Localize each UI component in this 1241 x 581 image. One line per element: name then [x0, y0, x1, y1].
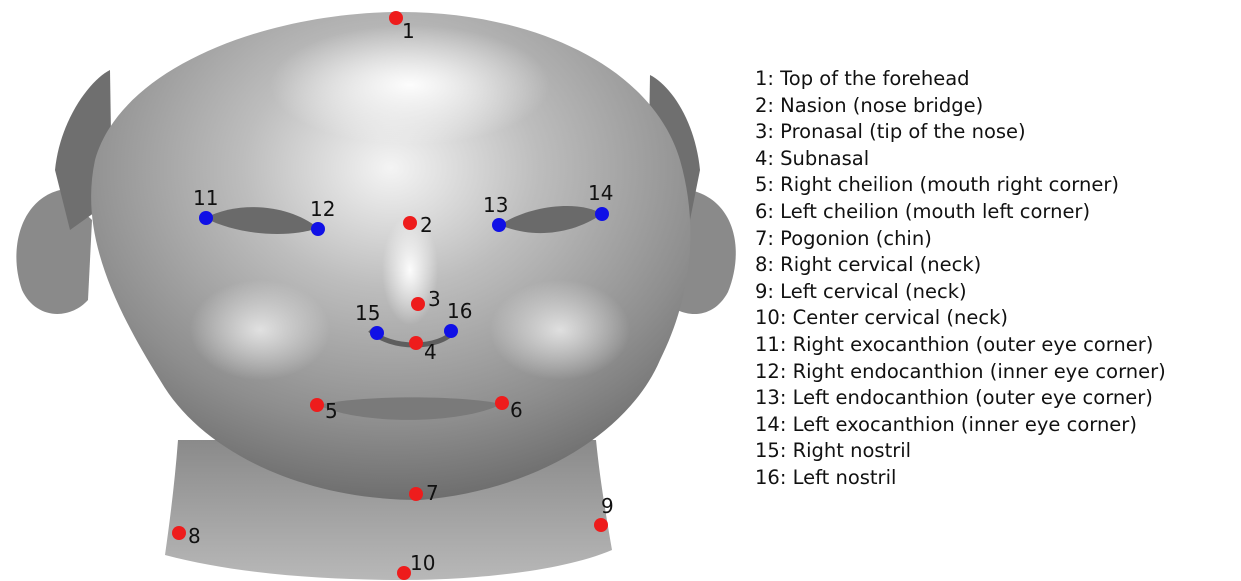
landmark-point-13 — [492, 218, 506, 232]
landmark-label-7: 7 — [426, 481, 439, 505]
landmark-label-5: 5 — [325, 399, 338, 423]
landmark-point-6 — [495, 396, 509, 410]
legend-item: 3: Pronasal (tip of the nose) — [755, 119, 1166, 146]
legend-item: 12: Right endocanthion (inner eye corner… — [755, 359, 1166, 386]
left-cheek-highlight — [490, 280, 630, 380]
landmark-label-14: 14 — [588, 181, 613, 205]
landmark-point-15 — [370, 326, 384, 340]
legend-item: 9: Left cervical (neck) — [755, 279, 1166, 306]
landmark-point-2 — [403, 216, 417, 230]
legend-item: 16: Left nostril — [755, 465, 1166, 492]
right-cheek-highlight — [190, 280, 330, 380]
head-model — [16, 12, 735, 580]
landmark-point-9 — [594, 518, 608, 532]
landmark-label-11: 11 — [193, 186, 218, 210]
landmark-label-12: 12 — [310, 197, 335, 221]
landmark-label-10: 10 — [410, 551, 435, 575]
landmark-point-5 — [310, 398, 324, 412]
landmark-point-12 — [311, 222, 325, 236]
landmark-point-14 — [595, 207, 609, 221]
legend-item: 5: Right cheilion (mouth right corner) — [755, 172, 1166, 199]
landmark-point-8 — [172, 526, 186, 540]
landmark-label-6: 6 — [510, 398, 523, 422]
legend-item: 4: Subnasal — [755, 146, 1166, 173]
legend-item: 8: Right cervical (neck) — [755, 252, 1166, 279]
landmark-label-8: 8 — [188, 524, 201, 548]
legend-item: 11: Right exocanthion (outer eye corner) — [755, 332, 1166, 359]
landmark-label-16: 16 — [447, 299, 472, 323]
legend-item: 10: Center cervical (neck) — [755, 305, 1166, 332]
landmark-label-15: 15 — [355, 301, 380, 325]
legend-item: 14: Left exocanthion (inner eye corner) — [755, 412, 1166, 439]
legend-item: 2: Nasion (nose bridge) — [755, 93, 1166, 120]
landmark-label-13: 13 — [483, 193, 508, 217]
landmark-point-4 — [409, 336, 423, 350]
landmark-point-3 — [411, 297, 425, 311]
landmark-label-9: 9 — [601, 494, 614, 518]
legend-item: 7: Pogonion (chin) — [755, 226, 1166, 253]
forehead-highlight — [270, 25, 550, 145]
landmark-point-10 — [397, 566, 411, 580]
landmark-point-1 — [389, 11, 403, 25]
legend-item: 13: Left endocanthion (outer eye corner) — [755, 385, 1166, 412]
landmark-point-11 — [199, 211, 213, 225]
legend-item: 6: Left cheilion (mouth left corner) — [755, 199, 1166, 226]
legend-item: 1: Top of the forehead — [755, 66, 1166, 93]
landmark-label-1: 1 — [402, 19, 415, 43]
landmark-label-3: 3 — [428, 287, 441, 311]
landmark-label-2: 2 — [420, 213, 433, 237]
landmark-label-4: 4 — [424, 340, 437, 364]
landmark-point-16 — [444, 324, 458, 338]
legend-item: 15: Right nostril — [755, 438, 1166, 465]
landmark-point-7 — [409, 487, 423, 501]
